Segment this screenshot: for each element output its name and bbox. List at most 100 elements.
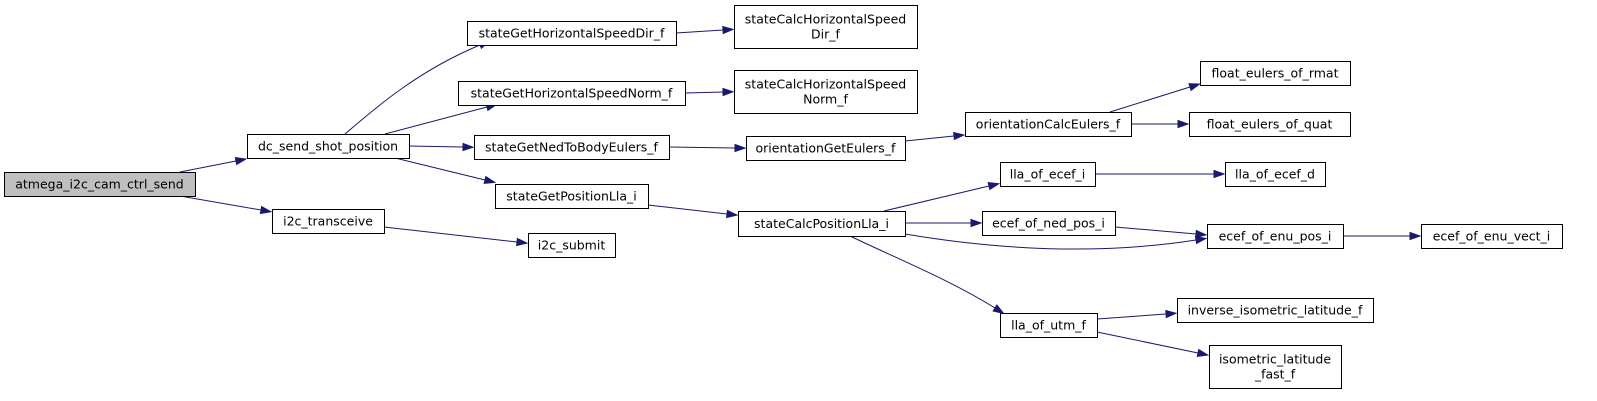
- node-spos[interactable]: stateGetPositionLla_i: [495, 184, 649, 209]
- node-oce[interactable]: orientationCalcEulers_f: [965, 112, 1132, 137]
- node-box: [746, 136, 906, 161]
- node-box: [734, 70, 918, 114]
- edge-root-to-i2ctr: [179, 195, 273, 215]
- edge-root-to-dcsend: [179, 156, 248, 173]
- arrowhead-icon: [259, 205, 273, 215]
- edge-sned-to-oge: [668, 143, 747, 153]
- arrowhead-icon: [516, 237, 529, 247]
- edge-dcsend-to-sned: [408, 142, 475, 152]
- arrowhead-icon: [1177, 119, 1190, 129]
- edge-line: [1114, 226, 1197, 235]
- node-box: [738, 211, 906, 237]
- arrowhead-icon: [987, 182, 1001, 191]
- node-label: i2c_submit: [538, 238, 606, 253]
- node-box: [1000, 162, 1096, 187]
- arrowhead-icon: [1194, 235, 1208, 245]
- edge-llaeci-to-llaecd: [1095, 169, 1226, 179]
- node-llaecd[interactable]: lla_of_ecef_d: [1225, 162, 1326, 187]
- edge-line: [344, 44, 481, 135]
- edge-dcsend-to-spos: [394, 157, 497, 184]
- node-oge[interactable]: orientationGetEulers_f: [746, 136, 906, 161]
- node-label: _fast_f: [1254, 367, 1296, 382]
- node-box: [1207, 224, 1344, 249]
- arrowhead-icon: [1213, 169, 1226, 179]
- arrowhead-icon: [970, 218, 983, 228]
- node-label: stateGetNedToBodyEulers_f: [485, 140, 659, 155]
- edge-line: [1096, 331, 1199, 354]
- edge-line: [647, 204, 728, 215]
- edge-line: [904, 135, 955, 142]
- node-box: [495, 184, 649, 209]
- edge-ecned-to-ecenu: [1114, 226, 1208, 239]
- node-box: [1177, 298, 1374, 323]
- edge-oge-to-oce: [904, 131, 966, 142]
- edge-line: [675, 29, 724, 34]
- node-label: ecef_of_enu_vect_i: [1433, 229, 1551, 244]
- node-label: stateGetPositionLla_i: [506, 189, 636, 204]
- node-label: float_eulers_of_quat: [1207, 117, 1333, 132]
- node-box: [1225, 162, 1326, 187]
- node-llaeci[interactable]: lla_of_ecef_i: [1000, 162, 1096, 187]
- node-box: [965, 112, 1132, 137]
- node-box: [734, 5, 918, 49]
- edge-line: [408, 145, 464, 148]
- edge-line: [668, 146, 736, 149]
- node-dcsend[interactable]: dc_send_shot_position: [247, 134, 410, 159]
- node-llautm[interactable]: lla_of_utm_f: [1000, 313, 1098, 338]
- node-label: dc_send_shot_position: [258, 139, 398, 154]
- node-box: [1421, 224, 1563, 249]
- arrowhead-icon: [483, 175, 497, 184]
- edge-line: [383, 226, 518, 243]
- arrowhead-icon: [726, 209, 739, 219]
- node-label: stateGetHorizontalSpeedDir_f: [479, 26, 665, 41]
- node-box: [1189, 112, 1351, 137]
- node-box: [4, 172, 196, 197]
- node-root[interactable]: atmega_i2c_cam_ctrl_send: [4, 172, 196, 197]
- edge-i2ctr-to-i2csub: [383, 226, 529, 247]
- node-label: orientationGetEulers_f: [756, 141, 897, 156]
- node-shsn[interactable]: stateGetHorizontalSpeedNorm_f: [458, 81, 686, 106]
- node-invlat[interactable]: inverse_isometric_latitude_f: [1177, 298, 1374, 323]
- node-shsd[interactable]: stateGetHorizontalSpeedDir_f: [467, 21, 677, 46]
- node-box: [467, 21, 677, 46]
- node-cpos[interactable]: stateCalcPositionLla_i: [738, 211, 906, 237]
- node-sned[interactable]: stateGetNedToBodyEulers_f: [474, 135, 670, 160]
- edge-llautm-to-invlat: [1096, 309, 1178, 320]
- node-ecvec[interactable]: ecef_of_enu_vect_i: [1421, 224, 1563, 249]
- node-label: ecef_of_enu_pos_i: [1219, 229, 1332, 244]
- node-label: lla_of_utm_f: [1011, 318, 1086, 333]
- node-label: Norm_f: [803, 92, 848, 107]
- edge-cpos-to-llaeci: [883, 182, 1001, 212]
- node-box: [982, 211, 1116, 236]
- node-i2csub[interactable]: i2c_submit: [528, 233, 616, 258]
- node-box: [247, 134, 410, 159]
- edge-cpos-to-llautm: [849, 235, 1005, 315]
- node-i2ctr[interactable]: i2c_transceive: [272, 209, 385, 234]
- node-ecned[interactable]: ecef_of_ned_pos_i: [982, 211, 1116, 236]
- edge-line: [1096, 313, 1167, 320]
- node-fer[interactable]: float_eulers_of_rmat: [1200, 61, 1351, 86]
- node-label: stateGetHorizontalSpeedNorm_f: [471, 86, 673, 101]
- node-label: stateCalcHorizontalSpeed: [745, 12, 906, 27]
- edge-dcsend-to-shsn: [384, 103, 499, 135]
- node-ecenu[interactable]: ecef_of_enu_pos_i: [1207, 224, 1344, 249]
- node-label: inverse_isometric_latitude_f: [1188, 303, 1363, 318]
- node-label: isometric_latitude: [1219, 352, 1331, 367]
- arrowhead-icon: [234, 156, 248, 166]
- edge-cpos-to-ecenu: [904, 233, 1208, 250]
- edge-cpos-to-ecned: [905, 218, 983, 228]
- arrowhead-icon: [1409, 231, 1422, 241]
- node-box: [1200, 61, 1351, 86]
- node-label: stateCalcHorizontalSpeed: [745, 77, 906, 92]
- edge-oce-to-feq: [1131, 119, 1190, 129]
- arrowhead-icon: [1195, 229, 1208, 239]
- node-feq[interactable]: float_eulers_of_quat: [1189, 112, 1351, 137]
- edge-line: [904, 233, 1197, 250]
- node-label: Dir_f: [811, 27, 840, 42]
- arrowhead-icon: [992, 304, 1005, 315]
- arrowhead-icon: [953, 131, 966, 141]
- node-isolat[interactable]: isometric_latitude_fast_f: [1209, 345, 1342, 389]
